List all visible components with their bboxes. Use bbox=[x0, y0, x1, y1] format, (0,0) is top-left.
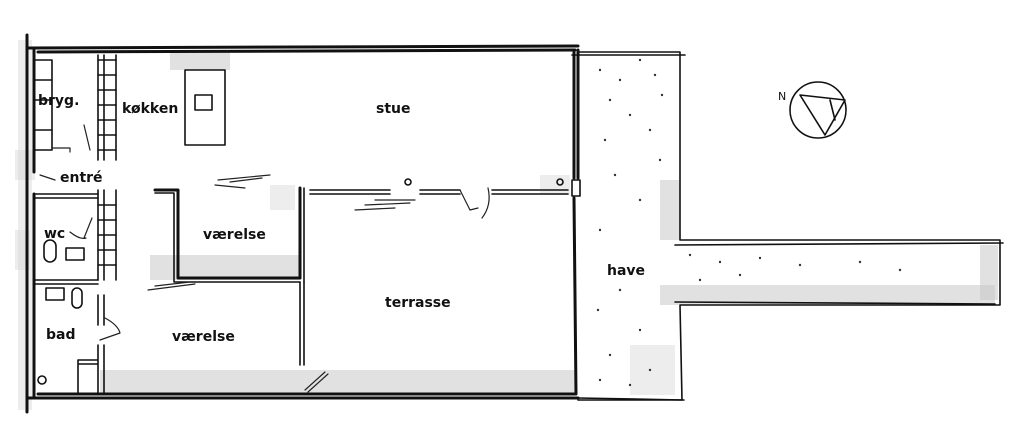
compass-circle-icon bbox=[789, 81, 847, 139]
garden-texture bbox=[596, 58, 902, 387]
fixtures bbox=[37, 178, 564, 385]
bad-drain-icon bbox=[37, 375, 47, 385]
interior-walls bbox=[33, 54, 581, 395]
bad-sink-icon bbox=[45, 287, 65, 301]
garden-outline bbox=[571, 51, 1004, 401]
room-label-bryg: bryg. bbox=[38, 93, 79, 109]
compass-north-letter: N bbox=[778, 90, 786, 103]
room-labels: bryg. køkken stue entré wc værelse have … bbox=[38, 93, 645, 345]
room-label-kokken: køkken bbox=[122, 101, 178, 117]
outer-walls bbox=[25, 33, 580, 414]
wc-toilet-icon bbox=[43, 239, 57, 263]
bad-toilet-icon bbox=[71, 287, 83, 309]
room-label-vaerelse-lower: værelse bbox=[172, 329, 235, 345]
wc-sink-icon bbox=[65, 247, 85, 261]
room-label-wc: wc bbox=[44, 226, 65, 242]
room-label-entre: entré bbox=[60, 170, 103, 186]
stue-fixture-icon bbox=[556, 178, 564, 186]
shading bbox=[15, 40, 998, 410]
room-label-terrasse: terrasse bbox=[385, 295, 451, 311]
room-label-have: have bbox=[607, 263, 645, 279]
north-arrow: N bbox=[778, 81, 847, 139]
room-label-vaerelse-upper: værelse bbox=[203, 227, 266, 243]
room-label-bad: bad bbox=[46, 327, 76, 343]
room-label-stue: stue bbox=[376, 101, 411, 117]
stue-fixture-icon bbox=[404, 178, 412, 186]
